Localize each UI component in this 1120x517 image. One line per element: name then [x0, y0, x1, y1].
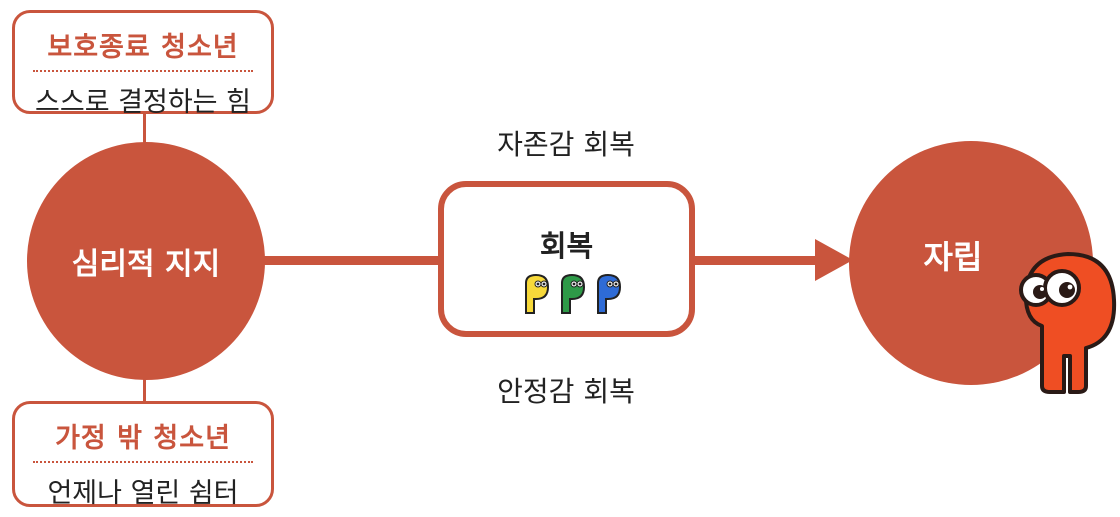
connector-bottom-vertical: [143, 372, 146, 412]
top-card-body: 스스로 결정하는 힘: [35, 87, 251, 118]
connector-top-vertical: [143, 110, 146, 150]
bottom-card-title: 가정 밖 청소년: [33, 416, 253, 463]
bottom-card: 가정 밖 청소년 언제나 열린 쉼터: [12, 401, 274, 509]
bottom-label: 안정감 회복: [497, 375, 635, 408]
middle-box: 회복: [438, 181, 695, 337]
mascot-trio-icon: [525, 273, 622, 314]
top-card-title: 보호종료 청소년: [33, 25, 253, 72]
left-node-circle: 심리적 지지: [27, 142, 265, 380]
middle-box-title: 회복: [539, 229, 594, 263]
top-card: 보호종료 청소년 스스로 결정하는 힘: [12, 10, 274, 118]
connector-left-horizontal: [262, 256, 442, 265]
left-node-label: 심리적 지지: [71, 247, 221, 282]
bottom-card-body: 언제나 열린 쉼터: [47, 478, 239, 509]
top-label: 자존감 회복: [497, 128, 635, 161]
right-node-label: 자립: [923, 238, 983, 276]
mascot-character-icon: [1019, 252, 1117, 394]
arrow-head-icon: [815, 239, 853, 281]
connector-right-horizontal: [693, 256, 823, 265]
